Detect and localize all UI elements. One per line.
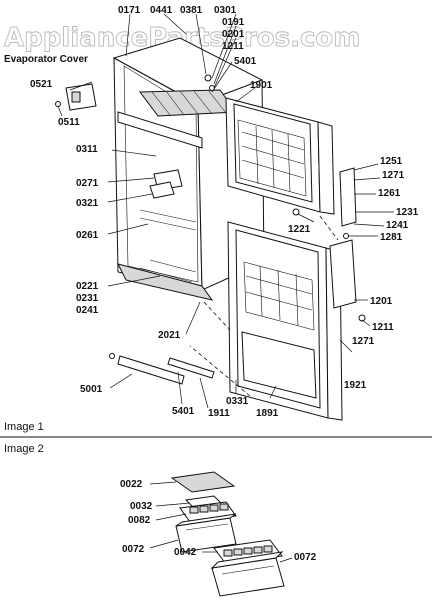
door-rail-part xyxy=(329,167,357,309)
label-0191: 0191 xyxy=(222,17,245,28)
label-1901: 1901 xyxy=(250,80,273,91)
label-0331: 0331 xyxy=(226,396,249,407)
label-1271-bottom: 1271 xyxy=(352,336,375,347)
label-5001: 5001 xyxy=(80,384,103,395)
label-0511: 0511 xyxy=(58,117,80,128)
label-1201: 1201 xyxy=(370,296,393,307)
label-0171: 0171 xyxy=(118,5,141,16)
label-1281: 1281 xyxy=(380,232,403,243)
label-1251: 1251 xyxy=(380,156,403,167)
storage-bin-left xyxy=(175,513,237,553)
label-0032: 0032 xyxy=(130,501,153,512)
label-0521: 0521 xyxy=(30,79,53,90)
label-5401-bottom: 5401 xyxy=(172,406,195,417)
label-0022: 0022 xyxy=(120,479,143,490)
storage-bin-right xyxy=(210,551,285,597)
label-1231: 1231 xyxy=(396,207,419,218)
leader-lines xyxy=(57,13,394,409)
evaporator-cover-label: Evaporator Cover xyxy=(4,54,88,65)
label-1241: 1241 xyxy=(386,220,409,231)
image1-exploded-view: 0171 0441 0381 0301 0191 0201 1211 Evapo… xyxy=(4,5,419,421)
label-0082: 0082 xyxy=(128,515,151,526)
label-1891: 1891 xyxy=(256,408,279,419)
label-0241: 0241 xyxy=(76,305,99,316)
label-0311: 0311 xyxy=(76,144,98,155)
evaporator-cover-part xyxy=(55,83,97,111)
label-0042: 0042 xyxy=(174,547,197,558)
label-5401-top: 5401 xyxy=(234,56,257,67)
label-0221: 0221 xyxy=(76,281,99,292)
label-1211-top: 1211 xyxy=(222,41,244,52)
label-1261: 1261 xyxy=(378,188,401,199)
label-0271: 0271 xyxy=(76,178,99,189)
label-0381: 0381 xyxy=(180,5,203,16)
image2-ice-tray-view: 0022 0032 0082 0072 0042 0072 xyxy=(120,471,317,597)
section-title-image1: Image 1 xyxy=(4,421,44,433)
label-1911: 1911 xyxy=(208,408,230,419)
label-0301: 0301 xyxy=(214,5,237,16)
label-1221: 1221 xyxy=(288,224,311,235)
freezer-door-part xyxy=(225,97,335,215)
section-title-image2: Image 2 xyxy=(4,443,44,455)
label-0201: 0201 xyxy=(222,29,245,40)
label-1271-top: 1271 xyxy=(382,170,405,181)
lid-part xyxy=(170,471,236,493)
label-1211-bottom: 1211 xyxy=(372,322,394,333)
label-0231: 0231 xyxy=(76,293,99,304)
fresh-food-door-part xyxy=(227,221,343,421)
label-2021: 2021 xyxy=(158,330,181,341)
image1-part-labels: 0171 0441 0381 0301 0191 0201 1211 Evapo… xyxy=(4,5,419,419)
label-0072-right: 0072 xyxy=(294,552,317,563)
label-0072-left: 0072 xyxy=(122,544,145,555)
label-1921: 1921 xyxy=(344,380,367,391)
label-0261: 0261 xyxy=(76,230,99,241)
label-0441: 0441 xyxy=(150,5,173,16)
label-0321: 0321 xyxy=(76,198,99,209)
bottom-rail-parts xyxy=(117,355,215,385)
